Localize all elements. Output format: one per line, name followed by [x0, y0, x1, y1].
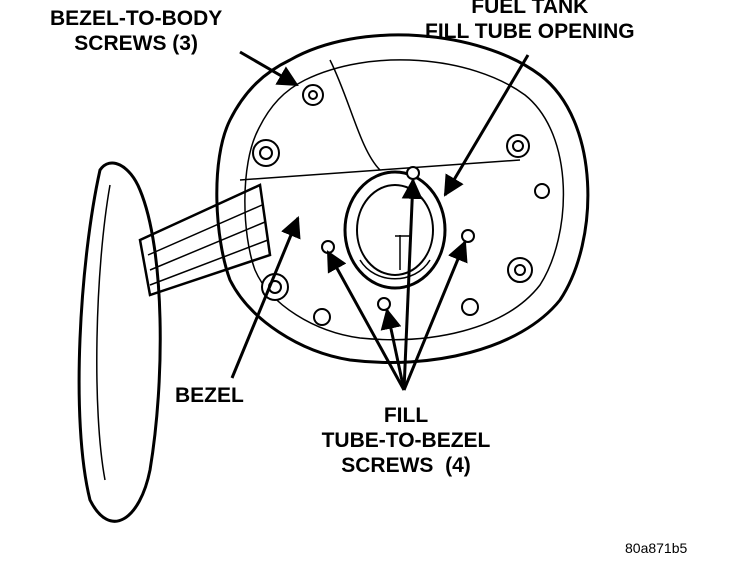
- arrow-fill-screw-2: [380, 307, 406, 391]
- arrow-fill-screw-4: [402, 240, 468, 391]
- leader-arrows: [230, 50, 530, 391]
- bezel-screws: [252, 84, 550, 326]
- label-fill-tube-to-bezel-screws: FILL TUBE-TO-BEZEL SCREWS (4): [321, 404, 491, 477]
- label-bezel-to-body-screws: BEZEL-TO-BODY SCREWS (3): [50, 7, 223, 55]
- label-fuel-tank-fill-tube-opening: FUEL TANK FILL TUBE OPENING: [425, 0, 635, 43]
- arrow-fuel-tank-opening: [443, 54, 530, 197]
- arrow-bezel: [230, 216, 301, 379]
- arrow-fill-screw-3: [401, 177, 423, 391]
- arrow-bezel-to-body-screws: [239, 50, 299, 87]
- bezel-housing: [215, 33, 590, 364]
- fill-tube-opening: [343, 170, 447, 290]
- arrow-fill-screw-1: [326, 250, 406, 391]
- figure-code: 80a871b5: [625, 540, 688, 556]
- fuel-door: [77, 161, 272, 523]
- label-bezel: BEZEL: [175, 384, 244, 407]
